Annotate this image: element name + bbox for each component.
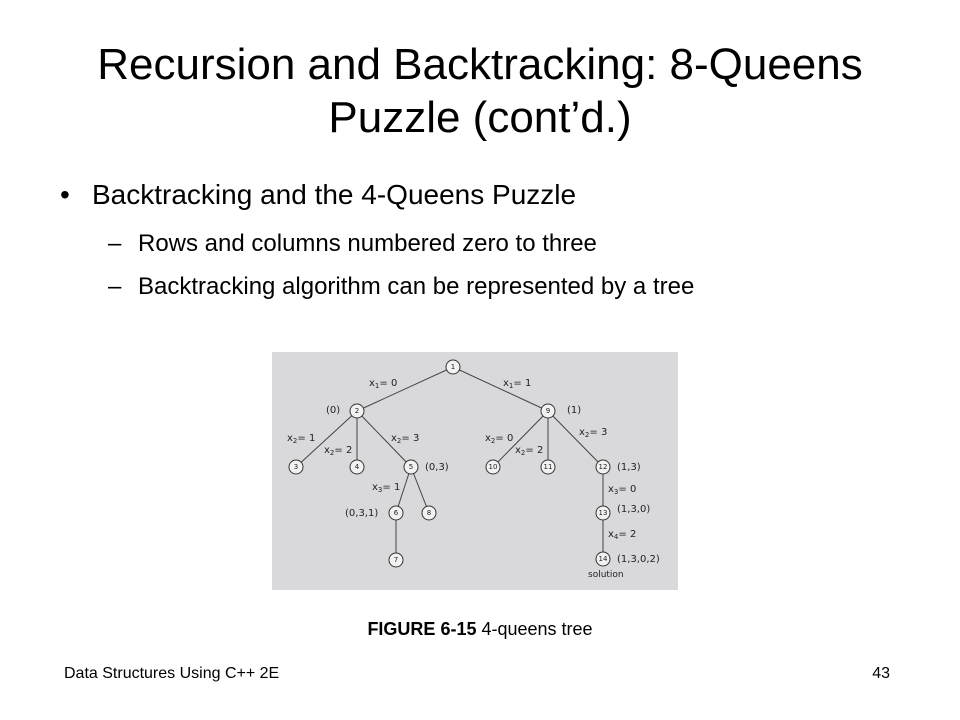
dash-marker: – — [108, 230, 122, 257]
node-label: 8 — [427, 509, 431, 517]
solution-label: solution — [588, 570, 624, 580]
node-label: 14 — [599, 555, 608, 563]
tree-node: 1 — [445, 359, 461, 375]
sub-bullet-text: Backtracking algorithm can be represente… — [138, 273, 695, 300]
edge — [547, 410, 604, 468]
node-label: 7 — [394, 556, 398, 564]
edge-label: x2= 0 — [485, 433, 513, 445]
edge-label: x2= 3 — [391, 433, 419, 445]
tree-node: 3 — [288, 459, 304, 475]
edge — [410, 466, 430, 514]
tree-node: 10 — [485, 459, 501, 475]
tree-node: 5 — [403, 459, 419, 475]
edge-label: x3= 1 — [372, 482, 400, 494]
tuple-label: (1,3,0,2) — [617, 554, 660, 565]
node-label: 4 — [355, 463, 360, 471]
edge-label: x2= 1 — [287, 433, 315, 445]
tree-edges — [295, 366, 604, 560]
sub-bullet-item: – Rows and columns numbered zero to thre… — [108, 229, 597, 259]
tree-node: 13 — [595, 505, 611, 521]
edge-label: x1= 0 — [369, 378, 397, 390]
tuple-label: (0,3,1) — [345, 508, 378, 519]
node-label: 6 — [394, 509, 399, 517]
edge-label: x1= 1 — [503, 378, 531, 390]
caption-figure-number: FIGURE 6-15 — [367, 619, 477, 639]
node-label: 9 — [546, 407, 550, 415]
node-label: 5 — [409, 463, 413, 471]
slide-title: Recursion and Backtracking: 8-Queens Puz… — [97, 40, 863, 142]
edge-label: x2= 2 — [324, 445, 352, 457]
bullet-text: Backtracking and the 4-Queens Puzzle — [92, 179, 577, 210]
tree-node: 6 — [388, 505, 404, 521]
footer-course-title: Data Structures Using C++ 2E — [64, 665, 280, 682]
edge — [452, 366, 549, 412]
edge-label: x4= 2 — [608, 529, 636, 541]
tree-diagram: 1 2 3 4 5 6 7 8 9 10 11 12 13 14 (0) (1)… — [287, 359, 660, 580]
node-label: 13 — [599, 509, 608, 517]
sub-bullet-text: Rows and columns numbered zero to three — [138, 230, 597, 257]
tuple-label: (0,3) — [425, 462, 449, 473]
edge-label: x2= 2 — [515, 445, 543, 457]
edge — [395, 466, 412, 514]
tree-node: 9 — [540, 403, 556, 419]
edge-label: x2= 3 — [579, 427, 607, 439]
edge — [492, 410, 549, 468]
tree-node: 2 — [349, 403, 365, 419]
queens-tree-figure: 1 2 3 4 5 6 7 8 9 10 11 12 13 14 (0) (1)… — [272, 352, 678, 590]
tree-node: 4 — [349, 459, 365, 475]
edge — [356, 366, 454, 412]
node-label: 2 — [355, 407, 359, 415]
figure-caption: FIGURE 6-15 4-queens tree — [0, 619, 960, 640]
bullet-marker: • — [60, 179, 70, 210]
tuple-label: (1,3) — [617, 462, 641, 473]
tree-node: 7 — [388, 552, 404, 568]
tree-node: 14 — [595, 551, 611, 567]
caption-text: 4-queens tree — [476, 619, 593, 639]
tuple-label: (1) — [567, 405, 581, 416]
edge-label: x3= 0 — [608, 484, 636, 496]
tree-node: 8 — [421, 505, 437, 521]
sub-bullet-item: – Backtracking algorithm can be represen… — [108, 272, 694, 302]
node-label: 12 — [599, 463, 608, 471]
edge — [356, 410, 412, 468]
node-label: 3 — [294, 463, 298, 471]
tuple-label: (0) — [326, 405, 340, 416]
node-label: 10 — [489, 463, 498, 471]
node-label: 1 — [451, 363, 455, 371]
tree-node: 11 — [540, 459, 556, 475]
bullet-item: • Backtracking and the 4-Queens Puzzle — [60, 178, 576, 212]
edge — [295, 410, 358, 468]
dash-marker: – — [108, 273, 122, 300]
tuple-label: (1,3,0) — [617, 504, 650, 515]
node-label: 11 — [544, 463, 553, 471]
slide-number: 43 — [872, 665, 890, 682]
tree-node: 12 — [595, 459, 611, 475]
